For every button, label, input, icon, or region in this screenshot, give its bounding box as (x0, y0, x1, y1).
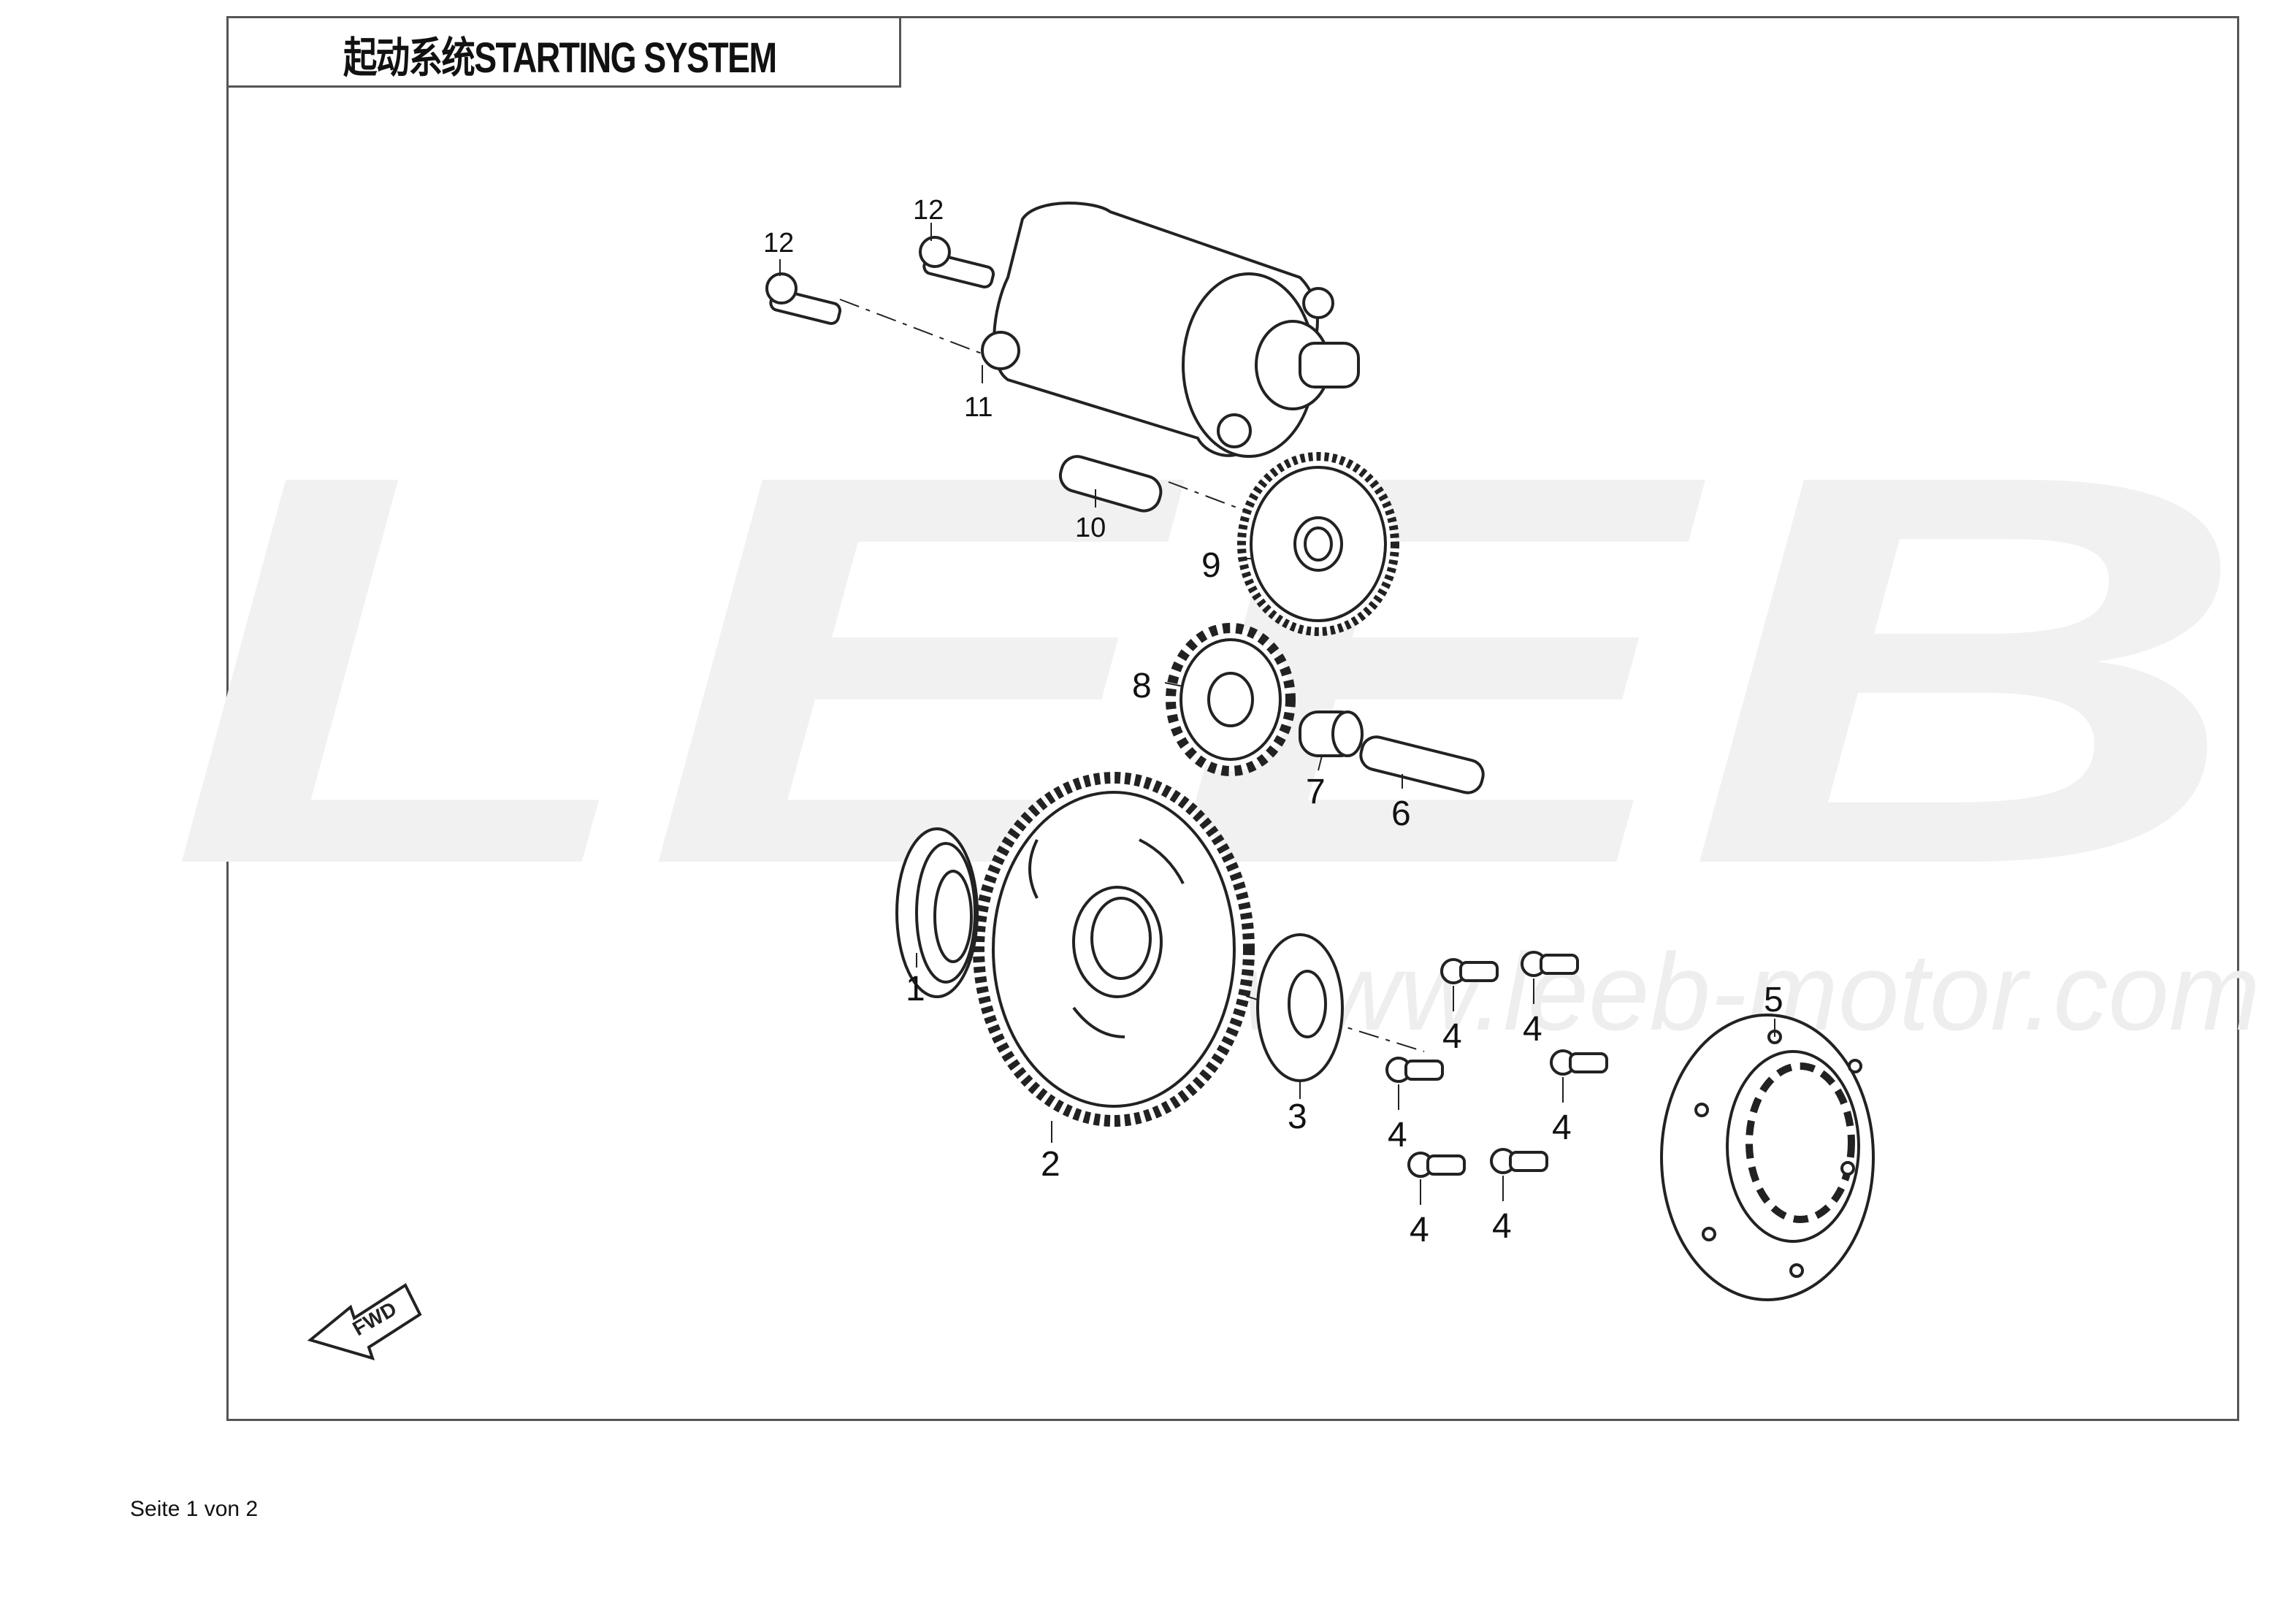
callout-10: 10 (1075, 513, 1106, 543)
gear-2 (973, 772, 1255, 1127)
callout-11: 11 (964, 392, 993, 423)
drawing-frame (226, 16, 2239, 1421)
callout-6: 6 (1391, 794, 1411, 833)
callout-4: 4 (1388, 1116, 1407, 1154)
callouts: 1 2 3 4 4 4 4 4 4 5 6 7 8 9 10 11 12 12 (763, 195, 1783, 1249)
callout-5: 5 (1764, 981, 1783, 1019)
callout-4: 4 (1552, 1108, 1572, 1147)
callout-1: 1 (906, 970, 925, 1008)
screw-4 (1385, 951, 1608, 1178)
callout-4: 4 (1442, 1017, 1462, 1056)
bolt-12 (765, 236, 995, 326)
callout-2: 2 (1041, 1145, 1060, 1184)
clutch-5 (1660, 1014, 1875, 1301)
starter-motor (981, 202, 1360, 458)
callout-4: 4 (1492, 1207, 1512, 1246)
page-footer: Seite 1 von 2 (130, 1497, 259, 1521)
callout-4: 4 (1523, 1010, 1542, 1049)
callout-12: 12 (763, 228, 794, 258)
pin-10 (1058, 455, 1163, 513)
gear-8 (1166, 623, 1296, 776)
title-box: 起动系统STARTING SYSTEM (226, 16, 901, 88)
callout-12: 12 (913, 195, 944, 226)
callout-8: 8 (1132, 667, 1152, 705)
page-title: 起动系统STARTING SYSTEM (343, 34, 777, 82)
seal-1 (895, 827, 979, 998)
washer-3 (1256, 933, 1344, 1082)
callout-3: 3 (1288, 1098, 1307, 1136)
fwd-arrow-icon: FWD (307, 1283, 422, 1360)
callout-9: 9 (1201, 546, 1221, 585)
gear-9 (1237, 452, 1399, 636)
callout-4: 4 (1410, 1211, 1429, 1249)
bushing-7 (1299, 710, 1364, 757)
shaft-6 (1359, 735, 1485, 794)
callout-7: 7 (1306, 773, 1326, 811)
